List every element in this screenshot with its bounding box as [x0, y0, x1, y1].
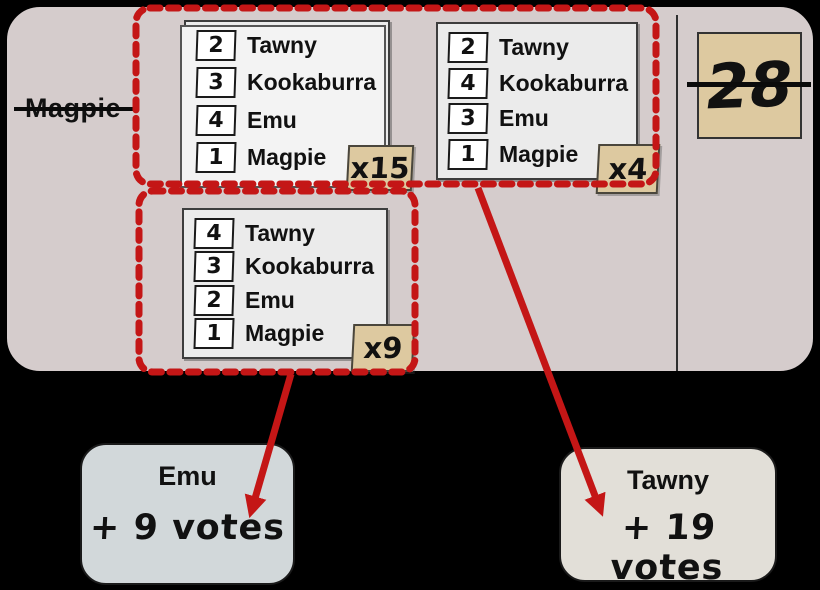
- rank-box: 1: [447, 138, 489, 170]
- rank-box: 3: [447, 103, 489, 135]
- candidate-label: Tawny: [245, 220, 315, 246]
- rank-box: 1: [193, 317, 235, 349]
- result-box-tawny: Tawny + 19 votes: [559, 447, 777, 588]
- rank-box: 4: [447, 67, 489, 99]
- candidate-label: Emu: [499, 105, 549, 132]
- ballot-row: 4 Emu: [195, 104, 378, 136]
- result-box-emu: Emu + 9 votes: [80, 443, 295, 585]
- board-divider-line: [676, 15, 678, 371]
- rank-box: 2: [195, 30, 237, 61]
- ballot-row: 2 Tawny: [195, 30, 378, 61]
- eliminated-strikethrough-line: [14, 107, 139, 111]
- rank-box: 4: [193, 218, 235, 249]
- rank-box: 2: [447, 32, 489, 63]
- ballot-row: 3 Emu: [447, 103, 626, 135]
- rank-box: 2: [193, 284, 235, 316]
- candidate-label: Tawny: [247, 32, 317, 58]
- result-votes-gained: + 19 votes: [609, 508, 725, 588]
- candidate-label: Magpie: [247, 143, 327, 170]
- ballot-row: 2 Emu: [193, 284, 376, 316]
- rank-box: 1: [195, 141, 237, 173]
- ballot-count-tag-x15: x15: [345, 145, 415, 191]
- ballot-count-tag-x4: x4: [595, 144, 661, 194]
- candidate-label: Magpie: [245, 319, 325, 346]
- candidate-label: Kookaburra: [245, 253, 375, 280]
- candidate-label: Emu: [245, 286, 295, 313]
- ballot-count-tag-x9: x9: [350, 324, 416, 372]
- rank-box: 3: [193, 251, 235, 283]
- candidate-label: Magpie: [499, 140, 579, 167]
- total-strikethrough-line: [687, 82, 811, 87]
- rank-box: 4: [195, 104, 237, 136]
- ballot-row: 4 Kookaburra: [447, 67, 629, 99]
- ballot-row: 1 Magpie: [193, 317, 376, 349]
- ballot-row: 4 Tawny: [193, 218, 376, 249]
- ballot-row: 3 Kookaburra: [195, 67, 378, 99]
- result-candidate-label: Emu: [158, 461, 217, 491]
- candidate-label: Kookaburra: [499, 69, 629, 96]
- candidate-label: Tawny: [499, 34, 569, 60]
- ballot-row: 2 Tawny: [447, 32, 626, 63]
- ballot-row: 3 Kookaburra: [193, 251, 376, 283]
- result-candidate-label: Tawny: [626, 465, 709, 495]
- ballot-board: Magpie 2 Tawny 3 Kookaburra 4 Emu 1 Magp…: [2, 2, 818, 376]
- result-votes-gained: + 9 votes: [88, 508, 287, 548]
- candidate-label: Kookaburra: [247, 69, 377, 96]
- rank-box: 3: [195, 67, 237, 99]
- candidate-label: Emu: [247, 106, 297, 133]
